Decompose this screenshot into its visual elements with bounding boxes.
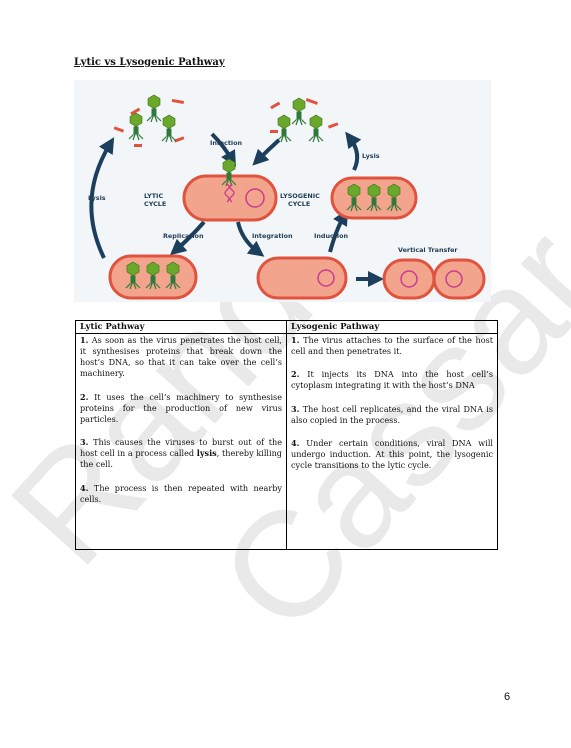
- lysogenic-point-1: 1. The virus attaches to the surface of …: [291, 335, 493, 357]
- label-lysis-right: Lysis: [362, 152, 380, 160]
- integrated-cell: [256, 256, 348, 300]
- daughter-cells: [382, 258, 486, 300]
- lysogenic-cell-with-viruses: [330, 176, 418, 220]
- replication-arrow: [169, 220, 206, 256]
- infection-arrow-right: [252, 138, 281, 166]
- table-header-row: Lytic Pathway Lysogenic Pathway: [75, 320, 498, 334]
- label-lytic-cycle-line-2: CYCLE: [144, 200, 166, 208]
- point-number: 3.: [80, 437, 89, 448]
- lytic-cell: 1. As soon as the virus penetrates the h…: [75, 333, 287, 550]
- label-lysogenic-cycle-line-1: LYSOGENIC: [280, 192, 320, 200]
- lysogenic-point-3: 3. The host cell replicates, and the vir…: [291, 404, 493, 426]
- page-number: 6: [504, 691, 511, 703]
- keyword-lysis: lysis: [196, 448, 217, 459]
- label-replication: Replication: [163, 232, 204, 240]
- lysogenic-point-4: 4. Under certain conditions, viral DNA w…: [291, 438, 493, 471]
- point-text: The host cell replicates, and the viral …: [291, 403, 493, 425]
- lytic-point-4: 4. The process is then repeated with nea…: [80, 483, 282, 505]
- point-text: The process is then repeated with nearby…: [80, 482, 282, 504]
- lysogenic-point-2: 2. It injects its DNA into the host cell…: [291, 369, 493, 391]
- central-host-cell: [182, 158, 278, 222]
- label-induction: Induction: [314, 232, 348, 240]
- label-lysis-left: Lysis: [88, 194, 106, 202]
- infection-arrow-left: [210, 132, 236, 167]
- induction-arrow: [328, 209, 348, 253]
- point-text: As soon as the virus penetrates the host…: [80, 335, 282, 379]
- point-text: The virus attaches to the surface of the…: [291, 335, 493, 357]
- viral-dna: [224, 183, 235, 203]
- virus-burst-top-left: [113, 94, 185, 147]
- label-infection: Infection: [210, 139, 242, 147]
- label-integration: Integration: [252, 232, 293, 240]
- point-number: 4.: [80, 482, 89, 493]
- virus-burst-top-right: [270, 97, 339, 143]
- replicating-cell: [108, 254, 198, 300]
- integration-arrow: [236, 221, 265, 257]
- table-row: 1. As soon as the virus penetrates the h…: [75, 333, 498, 550]
- lytic-lysogenic-diagram: Infection Lysis Lysis LYTIC CYCLE LYSOGE…: [74, 80, 491, 302]
- point-number: 2.: [291, 369, 300, 380]
- label-lysogenic-cycle-line-2: CYCLE: [288, 200, 310, 208]
- comparison-table: Lytic Pathway Lysogenic Pathway 1. As so…: [75, 320, 498, 550]
- point-number: 1.: [291, 335, 300, 345]
- lysogenic-cell: 1. The virus attaches to the surface of …: [286, 333, 498, 550]
- lytic-point-3: 3. This causes the viruses to burst out …: [80, 437, 282, 470]
- lysis-arrow-left: [89, 137, 115, 259]
- page-title: Lytic vs Lysogenic Pathway: [74, 57, 225, 68]
- point-text: It injects its DNA into the host cell’s …: [291, 369, 493, 391]
- point-text: It uses the cell’s machinery to synthesi…: [80, 391, 282, 424]
- header-lysogenic: Lysogenic Pathway: [286, 320, 498, 334]
- lytic-point-2: 2. It uses the cell’s machinery to synth…: [80, 392, 282, 425]
- lysis-arrow-right: [345, 131, 362, 171]
- point-number: 2.: [80, 391, 89, 402]
- point-number: 4.: [291, 437, 300, 448]
- point-text: , thereby killing the cell.: [80, 448, 282, 470]
- point-number: 3.: [291, 403, 300, 414]
- header-lytic: Lytic Pathway: [75, 320, 287, 334]
- point-text: This causes the viruses to burst out of …: [80, 437, 282, 459]
- lytic-point-1: 1. As soon as the virus penetrates the h…: [80, 335, 282, 380]
- label-lytic-cycle-line-1: LYTIC: [144, 192, 163, 200]
- point-number: 1.: [80, 335, 89, 345]
- point-text: Under certain conditions, viral DNA will…: [291, 437, 494, 471]
- label-vertical-transfer: Vertical Transfer: [398, 246, 458, 254]
